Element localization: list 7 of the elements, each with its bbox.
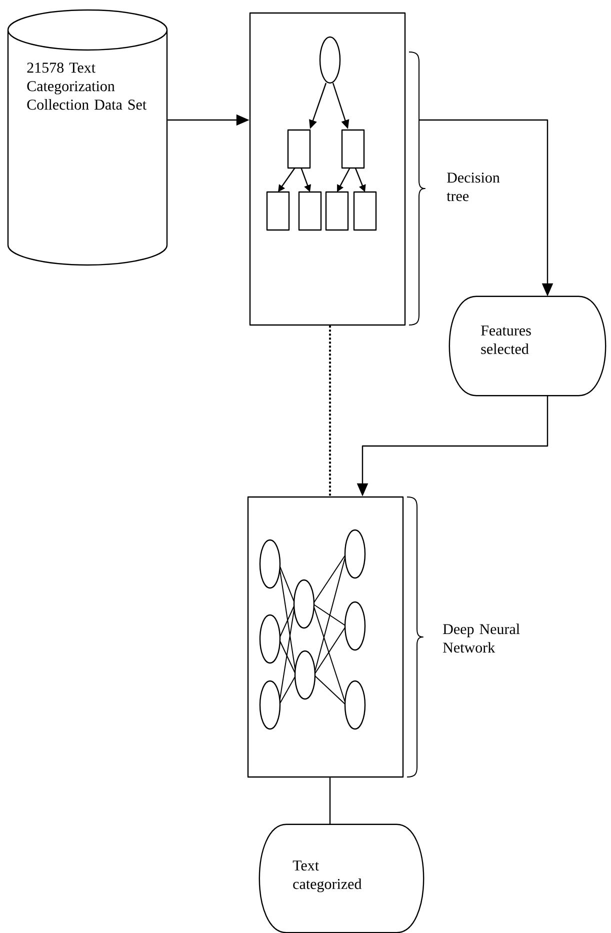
node-label: Deep Neural Network [443, 624, 520, 653]
dotted-line [329, 326, 331, 496]
node-label: Features selected [481, 326, 531, 354]
connector-line [329, 778, 331, 824]
node-label: 21578 Text Categorization Collection Data Set [27, 62, 146, 110]
node-label: Text categorized [292, 860, 362, 892]
node-label: Decision tree [446, 172, 500, 202]
